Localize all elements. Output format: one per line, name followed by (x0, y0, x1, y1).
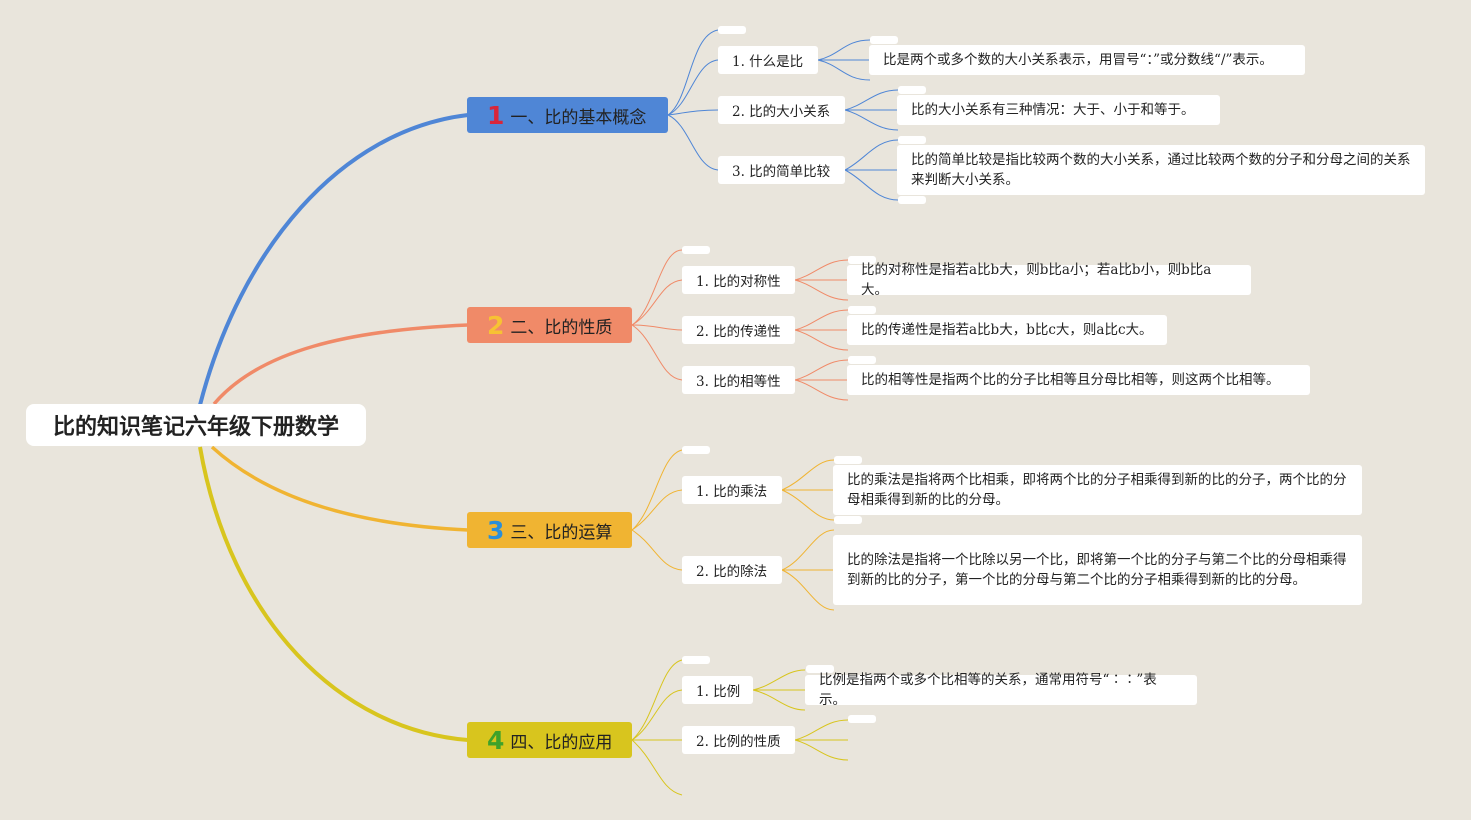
branch-topic-3[interactable]: 3 三、比的运算 (467, 512, 632, 548)
collapse-stub (682, 446, 710, 454)
connector-root-branch-1 (198, 113, 469, 406)
detail-simple-compare[interactable]: 比的简单比较是指比较两个数的大小关系，通过比较两个数的分子和分母之间的关系来判断… (897, 145, 1425, 195)
subtopic-proportion-properties[interactable]: 2. 比例的性质 (682, 726, 795, 754)
subtopic-equality[interactable]: 3. 比的相等性 (682, 366, 795, 394)
collapse-stub (718, 26, 746, 34)
collapse-stub (898, 136, 926, 144)
subtopic-label: 3. 比的相等性 (696, 374, 781, 390)
branch-topic-4[interactable]: 4 四、比的应用 (467, 722, 632, 758)
branch-topic-label: 四、比的应用 (510, 732, 613, 753)
collapse-stub (834, 456, 862, 464)
subtopic-division[interactable]: 2. 比的除法 (682, 556, 782, 584)
detail-division[interactable]: 比的除法是指将一个比除以另一个比，即将第一个比的分子与第二个比的分母相乘得到新的… (833, 535, 1362, 605)
subtopic-label: 2. 比的大小关系 (732, 104, 831, 120)
subtopic-multiplication[interactable]: 1. 比的乘法 (682, 476, 782, 504)
subtopic-ratio-size[interactable]: 2. 比的大小关系 (718, 96, 845, 124)
collapse-stub (806, 665, 834, 673)
detail-ratio-size[interactable]: 比的大小关系有三种情况：大于、小于和等于。 (897, 95, 1220, 125)
subtopic-label: 1. 什么是比 (732, 54, 804, 70)
detail-multiplication[interactable]: 比的乘法是指将两个比相乘，即将两个比的分子相乘得到新的比的分子，两个比的分母相乘… (833, 465, 1362, 515)
collapse-stub (898, 86, 926, 94)
collapse-stub (848, 356, 876, 364)
branch-topic-label: 一、比的基本概念 (510, 107, 647, 128)
collapse-stub (848, 715, 876, 723)
subtopic-label: 1. 比的对称性 (696, 274, 781, 290)
connector-root-branch-3 (210, 445, 469, 532)
subtopic-what-is-ratio[interactable]: 1. 什么是比 (718, 46, 818, 74)
branch-topic-label: 三、比的运算 (510, 522, 613, 543)
collapse-stub (834, 516, 862, 524)
connector-root-branch-4 (198, 446, 469, 742)
number-four-icon: 4 (487, 725, 505, 755)
detail-text: 比是两个或多个数的大小关系表示，用冒号“：”或分数线“/”表示。 (883, 52, 1273, 68)
detail-proportion[interactable]: 比例是指两个或多个比相等的关系，通常用符号“∶∶”表示。 (805, 672, 1197, 708)
number-one-icon: 1 (487, 100, 505, 130)
branch-topic-label: 二、比的性质 (510, 317, 613, 338)
collapse-stub (848, 256, 876, 264)
subtopic-label: 1. 比的乘法 (696, 484, 768, 500)
detail-text: 比的除法是指将一个比除以另一个比，即将第一个比的分子与第二个比的分母相乘得到新的… (847, 552, 1347, 588)
root-topic-label: 比的知识笔记六年级下册数学 (52, 415, 339, 440)
connector-root-branch-2 (212, 323, 469, 406)
subtopic-simple-compare[interactable]: 3. 比的简单比较 (718, 156, 845, 184)
number-two-icon: 2 (487, 310, 505, 340)
detail-transitivity[interactable]: 比的传递性是指若a比b大，b比c大，则a比c大。 (847, 315, 1167, 345)
root-topic[interactable]: 比的知识笔记六年级下册数学 (26, 404, 366, 446)
subtopic-label: 1. 比例 (696, 684, 741, 700)
number-three-icon: 3 (487, 515, 505, 545)
detail-text: 比的对称性是指若a比b大，则b比a小；若a比b小，则b比a大。 (861, 262, 1212, 298)
branch-topic-1[interactable]: 1 一、比的基本概念 (467, 97, 668, 133)
detail-symmetry[interactable]: 比的对称性是指若a比b大，则b比a小；若a比b小，则b比a大。 (847, 262, 1251, 298)
detail-text: 比例是指两个或多个比相等的关系，通常用符号“∶∶”表示。 (819, 672, 1157, 708)
subtopic-symmetry[interactable]: 1. 比的对称性 (682, 266, 795, 294)
subtopic-label: 3. 比的简单比较 (732, 164, 831, 180)
detail-text: 比的传递性是指若a比b大，b比c大，则a比c大。 (861, 322, 1153, 338)
collapse-stub (682, 246, 710, 254)
detail-text: 比的大小关系有三种情况：大于、小于和等于。 (911, 102, 1195, 118)
detail-text: 比的相等性是指两个比的分子比相等且分母比相等，则这两个比相等。 (861, 372, 1280, 388)
branch-topic-2[interactable]: 2 二、比的性质 (467, 307, 632, 343)
detail-equality[interactable]: 比的相等性是指两个比的分子比相等且分母比相等，则这两个比相等。 (847, 365, 1310, 395)
detail-text: 比的乘法是指将两个比相乘，即将两个比的分子相乘得到新的比的分子，两个比的分母相乘… (847, 472, 1347, 508)
detail-what-is-ratio[interactable]: 比是两个或多个数的大小关系表示，用冒号“：”或分数线“/”表示。 (869, 45, 1305, 75)
collapse-stub (898, 196, 926, 204)
collapse-stub (870, 36, 898, 44)
subtopic-label: 2. 比的传递性 (696, 324, 781, 340)
detail-text: 比的简单比较是指比较两个数的大小关系，通过比较两个数的分子和分母之间的关系来判断… (911, 152, 1411, 188)
subtopic-proportion[interactable]: 1. 比例 (682, 676, 753, 704)
collapse-stub (682, 656, 710, 664)
subtopic-label: 2. 比的除法 (696, 564, 768, 580)
subtopic-label: 2. 比例的性质 (696, 734, 781, 750)
collapse-stub (848, 306, 876, 314)
subtopic-transitivity[interactable]: 2. 比的传递性 (682, 316, 795, 344)
